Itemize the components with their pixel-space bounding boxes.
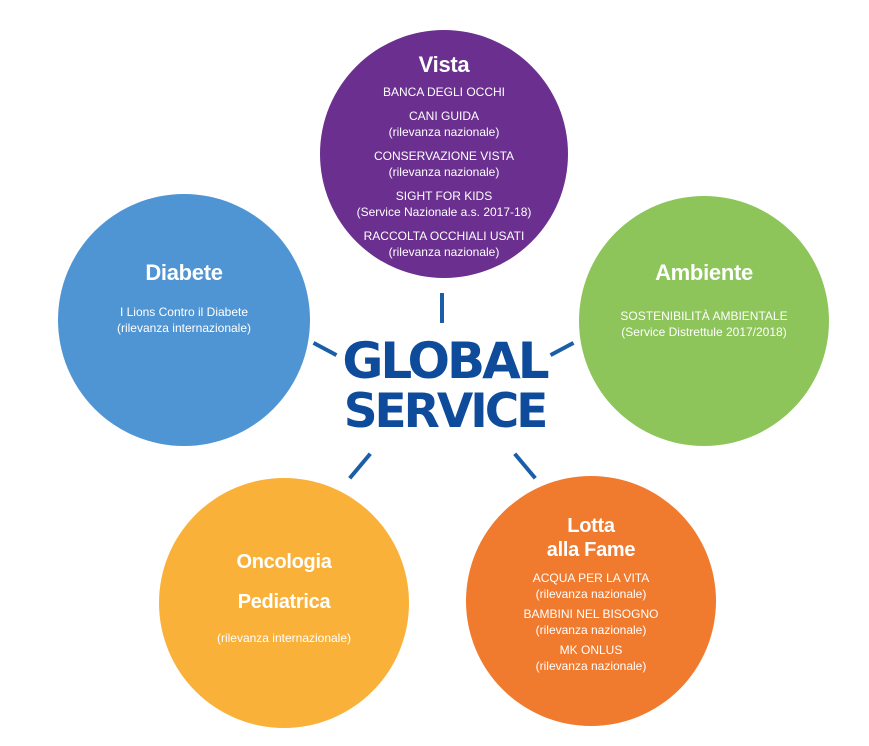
fame-item-3-note: (rilevanza nazionale) [535,659,647,673]
fame-item-3-name: MK ONLUS [559,643,623,657]
vista-item-2-note: (rilevanza nazionale) [388,125,500,139]
diabete-item-1-name: I Lions Contro il Diabete [119,305,249,319]
vista-item-1-name: BANCA DEGLI OCCHI [382,85,506,99]
ambiente-item-1-note: (Service Distrettule 2017/2018) [621,325,787,339]
node-fame-title-line2: alla Fame [546,539,636,561]
node-lotta-alla-fame: Lotta alla Fame ACQUA PER LA VITA (rilev… [466,476,716,726]
center-title-service: SERVICE [343,384,549,439]
node-oncologia-title-line2: Pediatrica [237,591,331,613]
vista-item-4-name: SIGHT FOR KIDS [395,189,493,203]
node-vista: Vista BANCA DEGLI OCCHI CANI GUIDA (rile… [320,30,568,278]
connector-oncologia [348,452,372,480]
node-oncologia-title-line1: Oncologia [236,551,332,573]
vista-item-5-name: RACCOLTA OCCHIALI USATI [363,229,525,243]
vista-item-3-note: (rilevanza nazionale) [388,165,500,179]
vista-item-3-name: CONSERVAZIONE VISTA [373,149,515,163]
node-fame-title-line1: Lotta [567,515,615,537]
fame-item-2-note: (rilevanza nazionale) [535,623,647,637]
node-vista-title: Vista [418,52,470,77]
oncologia-item-1-note: (rilevanza internazionale) [216,631,352,645]
node-diabete-title: Diabete [145,260,223,285]
node-diabete: Diabete I Lions Contro il Diabete (rilev… [58,194,310,446]
node-oncologia-pediatrica: Oncologia Pediatrica (rilevanza internaz… [159,478,409,728]
vista-item-5-note: (rilevanza nazionale) [388,245,500,259]
node-ambiente: Ambiente SOSTENIBILITÀ AMBIENTALE (Servi… [579,196,829,446]
node-ambiente-title: Ambiente [655,260,753,285]
center-title-global: GLOBAL [342,332,549,390]
connector-fame [513,452,537,480]
diabete-item-1-note: (rilevanza internazionale) [116,321,252,335]
fame-item-2-name: BAMBINI NEL BISOGNO [523,607,659,621]
vista-item-4-note: (Service Nazionale a.s. 2017-18) [356,205,532,219]
ambiente-item-1-name: SOSTENIBILITÀ AMBIENTALE [620,309,788,323]
connector-vista [440,293,444,323]
vista-item-2-name: CANI GUIDA [408,109,479,123]
fame-item-1-note: (rilevanza nazionale) [535,587,647,601]
fame-item-1-name: ACQUA PER LA VITA [532,571,650,585]
